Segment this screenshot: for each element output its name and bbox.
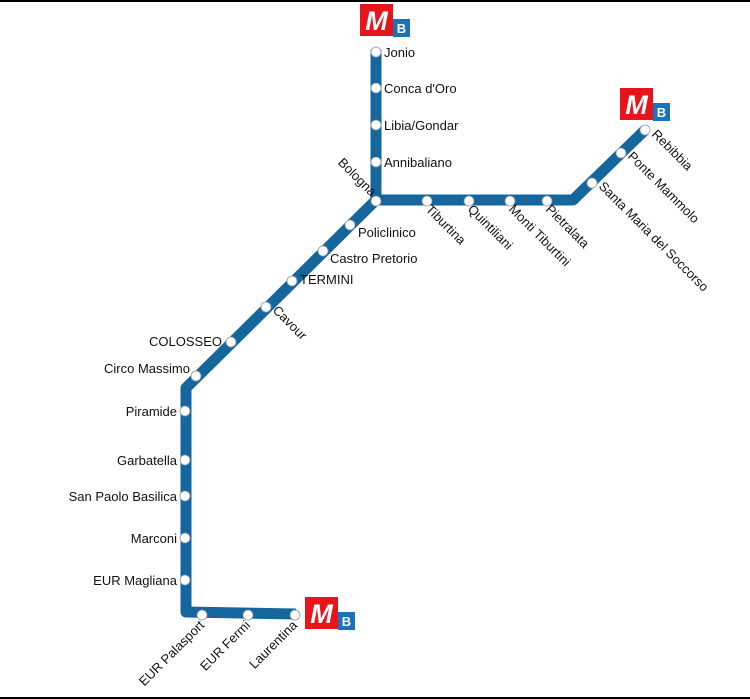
station-jonio[interactable]: Jonio — [370, 45, 415, 60]
top-border — [0, 0, 750, 2]
station-label: Circo Massimo — [104, 361, 190, 376]
station-label: EUR Palasport — [136, 617, 208, 689]
station-label: Santa Maria del Soccorso — [596, 179, 712, 295]
station-label: Garbatella — [117, 453, 178, 468]
station-colosseo[interactable]: COLOSSEO — [149, 334, 237, 349]
station-label: Piramide — [126, 404, 177, 419]
metro-m-icon — [360, 4, 393, 36]
station-label: Libia/Gondar — [384, 118, 459, 133]
station-label: San Paolo Basilica — [69, 489, 178, 504]
station-eur-palasport[interactable]: EUR Palasport — [136, 609, 208, 689]
station-eur-fermi[interactable]: EUR Fermi — [197, 609, 254, 674]
station-marker[interactable] — [370, 46, 382, 58]
station-termini[interactable]: TERMINI — [286, 272, 353, 287]
station-marker[interactable] — [370, 119, 382, 131]
station-castro-pretorio[interactable]: Castro Pretorio — [317, 245, 417, 266]
metro-m-letter: M — [625, 90, 648, 120]
station-marker[interactable] — [370, 195, 382, 207]
line-b-badge — [338, 612, 355, 630]
station-eur-magliana[interactable]: EUR Magliana — [93, 573, 191, 588]
station-marker[interactable] — [286, 275, 298, 287]
station-label: Jonio — [384, 45, 415, 60]
station-label: TERMINI — [300, 272, 353, 287]
line-b-badge — [393, 19, 410, 37]
station-conca-d-oro[interactable]: Conca d'Oro — [370, 81, 457, 96]
station-marker[interactable] — [179, 532, 191, 544]
station-laurentina[interactable]: Laurentina — [246, 609, 301, 672]
station-marker[interactable] — [615, 147, 627, 159]
metro-m-letter: M — [310, 599, 333, 629]
station-marker[interactable] — [225, 336, 237, 348]
station-cavour[interactable]: Cavour — [260, 301, 311, 344]
station-san-paolo-basilica[interactable]: San Paolo Basilica — [69, 489, 191, 504]
station-garbatella[interactable]: Garbatella — [117, 453, 191, 468]
station-marker[interactable] — [260, 301, 272, 313]
station-marker[interactable] — [190, 370, 202, 382]
station-marker[interactable] — [242, 609, 254, 621]
station-label: EUR Fermi — [197, 617, 253, 673]
station-marker[interactable] — [463, 195, 475, 207]
station-label: Policlinico — [358, 225, 416, 240]
station-label: Conca d'Oro — [384, 81, 457, 96]
line-b-badge — [653, 103, 670, 121]
station-marker[interactable] — [196, 609, 208, 621]
bottom-border — [0, 697, 750, 699]
station-label: EUR Magliana — [93, 573, 178, 588]
station-label: Cavour — [270, 303, 311, 344]
station-marker[interactable] — [421, 195, 433, 207]
metro-m-icon — [305, 597, 338, 629]
line-b-letter: B — [397, 21, 406, 36]
station-marker[interactable] — [504, 195, 516, 207]
station-piramide[interactable]: Piramide — [126, 404, 191, 419]
station-label: Castro Pretorio — [330, 251, 417, 266]
metro-m-icon — [620, 88, 653, 120]
station-label: Marconi — [131, 531, 177, 546]
station-marker[interactable] — [317, 245, 329, 257]
metro-m-letter: M — [365, 6, 388, 36]
station-marker[interactable] — [541, 195, 553, 207]
station-marker[interactable] — [586, 177, 598, 189]
station-label: Rebibbia — [649, 127, 696, 174]
station-circo-massimo[interactable]: Circo Massimo — [104, 361, 202, 382]
station-monti-tiburtini[interactable]: Monti Tiburtini — [504, 195, 574, 269]
station-libia-gondar[interactable]: Libia/Gondar — [370, 118, 459, 133]
station-marker[interactable] — [179, 574, 191, 586]
station-marker[interactable] — [179, 454, 191, 466]
station-marker[interactable] — [179, 490, 191, 502]
station-marker[interactable] — [370, 156, 382, 168]
station-annibaliano[interactable]: Annibaliano — [370, 155, 452, 170]
line-b-letter: B — [342, 614, 351, 629]
station-label: COLOSSEO — [149, 334, 222, 349]
station-marconi[interactable]: Marconi — [131, 531, 191, 546]
line-b-letter: B — [657, 105, 666, 120]
station-marker[interactable] — [179, 405, 191, 417]
station-marker[interactable] — [639, 124, 651, 136]
station-marker[interactable] — [344, 219, 356, 231]
station-marker[interactable] — [289, 609, 301, 621]
station-santa-maria-del-soccorso[interactable]: Santa Maria del Soccorso — [586, 177, 712, 295]
station-label: Tiburtina — [423, 202, 470, 249]
station-label: Laurentina — [246, 617, 301, 672]
station-label: Annibaliano — [384, 155, 452, 170]
station-marker[interactable] — [370, 82, 382, 94]
station-policlinico[interactable]: Policlinico — [344, 219, 416, 240]
